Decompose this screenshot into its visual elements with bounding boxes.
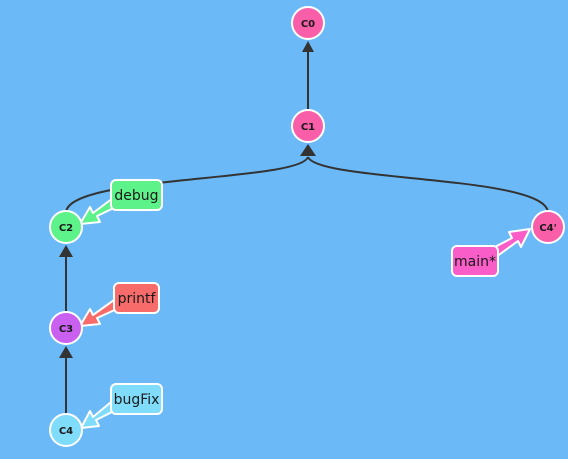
branch-label-bugfix: bugFix [114, 392, 160, 408]
branch-debug[interactable]: debug [110, 179, 163, 211]
commit-node-c0 [291, 6, 325, 40]
branch-label-box-debug [110, 179, 163, 211]
commit-node-c3 [49, 311, 83, 345]
branch-main[interactable]: main* [451, 245, 499, 277]
commit-c3[interactable]: C3 [49, 311, 83, 345]
branch-label-box-bugfix [110, 383, 163, 415]
commit-label-c0: C0 [301, 19, 315, 30]
branch-label-debug: debug [114, 188, 158, 204]
commit-label-c1: C1 [301, 122, 315, 133]
commit-label-c4: C4 [59, 426, 73, 437]
branch-label-main: main* [454, 254, 496, 270]
commit-c4-prime[interactable]: C4' [531, 210, 565, 244]
edge-c4p-c1 [307, 156, 549, 214]
branch-label-printf: printf [118, 291, 157, 307]
commit-label-c3: C3 [59, 324, 73, 335]
branch-label-box-main [451, 245, 499, 277]
commit-c0[interactable]: C0 [291, 6, 325, 40]
branch-bugfix[interactable]: bugFix [110, 383, 163, 415]
branch-label-box-printf [113, 282, 160, 314]
commit-node-c4 [49, 413, 83, 447]
commit-c4[interactable]: C4 [49, 413, 83, 447]
commit-c1[interactable]: C1 [291, 109, 325, 143]
edges [59, 41, 549, 414]
arrowhead-c2 [59, 245, 73, 257]
commit-node-c2 [49, 210, 83, 244]
arrowhead-c3 [59, 346, 73, 358]
arrowhead-c1 [300, 144, 316, 156]
commit-label-c4-prime: C4' [539, 223, 556, 234]
commit-node-c1 [291, 109, 325, 143]
commit-label-c2: C2 [59, 223, 73, 234]
branch-printf[interactable]: printf [113, 282, 160, 314]
edge-c2-c1 [65, 156, 309, 214]
arrowhead-c0 [302, 41, 314, 52]
commit-c2[interactable]: C2 [49, 210, 83, 244]
commit-node-c4-prime [531, 210, 565, 244]
